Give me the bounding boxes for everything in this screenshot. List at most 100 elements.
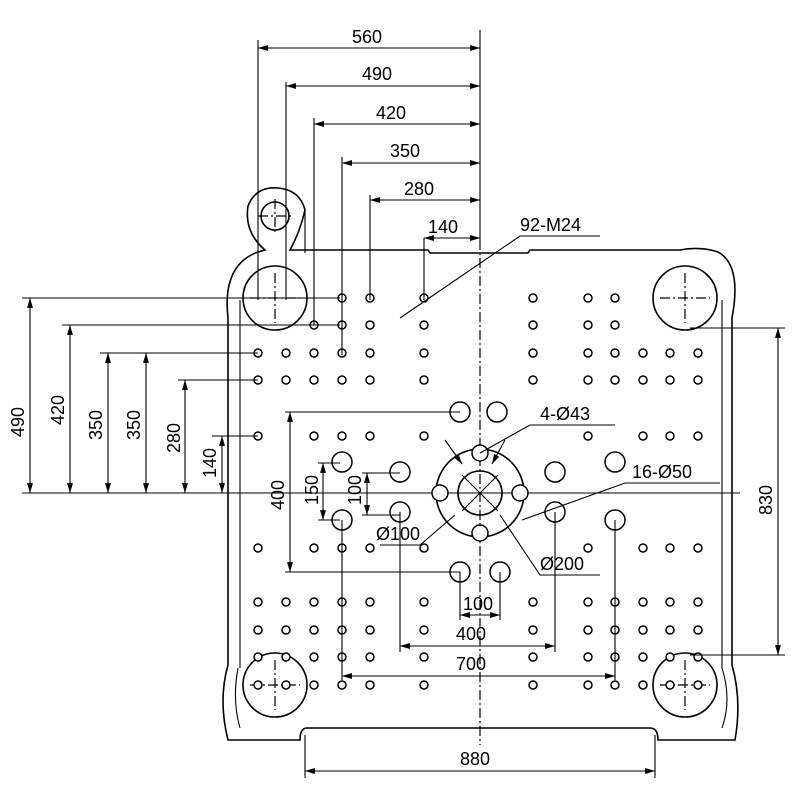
- m24-hole: [419, 597, 429, 607]
- m24-hole: [638, 597, 648, 607]
- m24-hole: [309, 680, 319, 690]
- m24-hole: [528, 293, 538, 303]
- m24-hole: [309, 431, 319, 441]
- m24-hole: [365, 375, 375, 385]
- m24-hole: [419, 652, 429, 662]
- m24-hole: [281, 625, 291, 635]
- m24-hole: [309, 597, 319, 607]
- m24-hole: [253, 543, 263, 553]
- m24-hole: [253, 625, 263, 635]
- d50-hole: [544, 461, 566, 483]
- m24-hole: [528, 348, 538, 358]
- m24-hole: [583, 320, 593, 330]
- m24-hole: [337, 375, 347, 385]
- m24-hole: [365, 348, 375, 358]
- d50-hole: [604, 451, 626, 473]
- m24-hole: [665, 348, 675, 358]
- m24-hole: [665, 431, 675, 441]
- m24-hole: [337, 680, 347, 690]
- m24-hole: [583, 431, 593, 441]
- dim-left-280: 280: [164, 423, 184, 453]
- m24-hole: [528, 652, 538, 662]
- callout-d200: Ø200: [540, 554, 584, 574]
- m24-hole: [638, 375, 648, 385]
- m24-hole: [253, 680, 263, 690]
- dim-left-350a: 350: [86, 410, 106, 440]
- dim-bottom-700: 700: [456, 654, 486, 674]
- m24-hole: [693, 348, 703, 358]
- d43-hole: [511, 484, 529, 502]
- d43-hole: [431, 484, 449, 502]
- dimension-labels: 560 490 420 350 280 140 490 420 350 350 …: [8, 27, 776, 769]
- m24-hole: [365, 680, 375, 690]
- dim-bottom-400: 400: [456, 624, 486, 644]
- platen-inner-outline: [234, 210, 728, 729]
- m24-hole: [610, 680, 620, 690]
- m24-hole: [583, 348, 593, 358]
- m24-hole: [583, 680, 593, 690]
- m24-hole: [528, 680, 538, 690]
- dim-center-100: 100: [345, 475, 365, 505]
- m24-hole: [281, 348, 291, 358]
- m24-hole: [309, 652, 319, 662]
- m24-hole: [337, 431, 347, 441]
- m24-hole: [583, 375, 593, 385]
- m24-hole: [610, 293, 620, 303]
- dim-left-490: 490: [8, 407, 28, 437]
- dimension-lines: [22, 30, 785, 778]
- m24-hole: [693, 543, 703, 553]
- dim-left-420: 420: [48, 395, 68, 425]
- m24-hole: [610, 375, 620, 385]
- m24-hole: [693, 597, 703, 607]
- m24-hole: [693, 431, 703, 441]
- m24-hole: [665, 543, 675, 553]
- m24-hole: [665, 680, 675, 690]
- callout-4-d43: 4-Ø43: [540, 404, 590, 424]
- m24-hole: [693, 652, 703, 662]
- dim-left-140: 140: [200, 448, 220, 478]
- callout-16-d50: 16-Ø50: [632, 462, 692, 482]
- m24-hole: [638, 680, 648, 690]
- dim-top-280: 280: [404, 179, 434, 199]
- m24-hole: [528, 320, 538, 330]
- m24-hole: [281, 680, 291, 690]
- m24-hole: [638, 543, 648, 553]
- m24-hole: [365, 431, 375, 441]
- dim-top-490: 490: [362, 64, 392, 84]
- m24-hole: [693, 625, 703, 635]
- m24-hole: [309, 348, 319, 358]
- m24-hole: [610, 320, 620, 330]
- m24-hole: [419, 625, 429, 635]
- platen-outline: [222, 187, 739, 741]
- m24-hole: [638, 652, 648, 662]
- m24-hole: [419, 543, 429, 553]
- m24-hole: [583, 293, 593, 303]
- m24-hole: [583, 652, 593, 662]
- m24-hole: [693, 680, 703, 690]
- leader-lines: [380, 235, 720, 576]
- m24-hole: [638, 625, 648, 635]
- m24-hole: [528, 597, 538, 607]
- m24-hole: [419, 320, 429, 330]
- m24-hole: [528, 375, 538, 385]
- dim-bottom-880: 880: [460, 749, 490, 769]
- m24-hole: [365, 320, 375, 330]
- callout-92-m24: 92-M24: [520, 215, 581, 235]
- m24-hole: [665, 625, 675, 635]
- d43-hole: [471, 524, 489, 542]
- large-holes-d50: [331, 401, 626, 583]
- d50-hole: [331, 451, 353, 473]
- m24-hole: [365, 652, 375, 662]
- m24-hole: [665, 375, 675, 385]
- m24-hole: [638, 431, 648, 441]
- callout-d100: Ø100: [376, 524, 420, 544]
- m24-hole: [281, 652, 291, 662]
- dim-top-420: 420: [376, 103, 406, 123]
- m24-hole: [281, 597, 291, 607]
- dim-bottom-100: 100: [463, 594, 493, 614]
- m24-hole: [309, 375, 319, 385]
- m24-hole: [583, 625, 593, 635]
- m24-hole: [610, 348, 620, 358]
- m24-hole: [665, 597, 675, 607]
